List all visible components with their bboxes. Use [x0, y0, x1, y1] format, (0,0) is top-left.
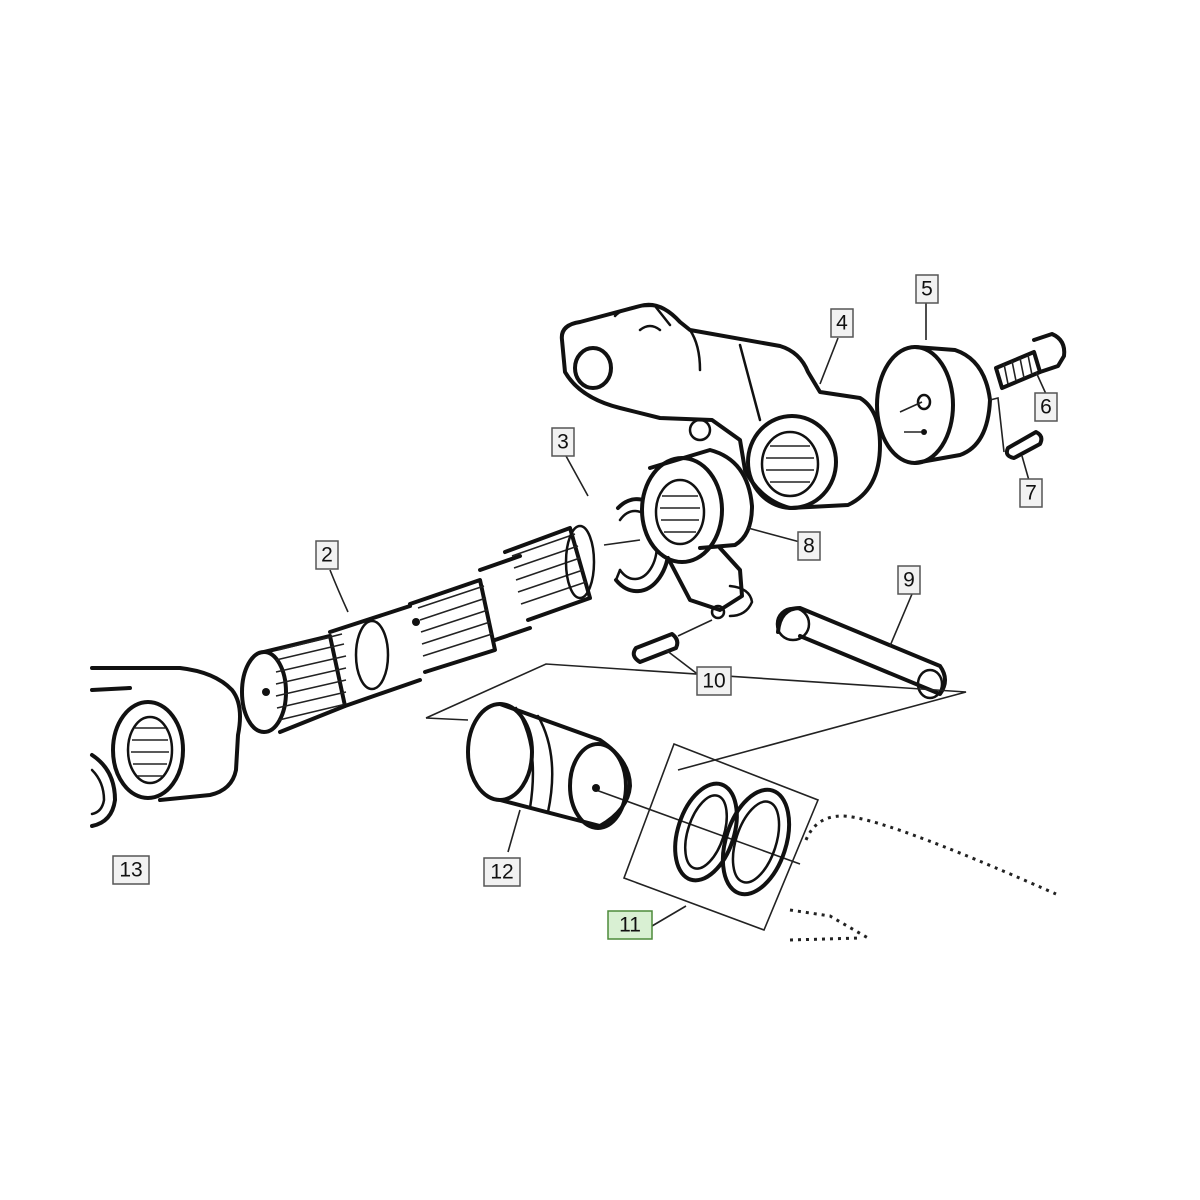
part-5-washer [875, 300, 992, 465]
svg-text:11: 11 [619, 914, 641, 937]
svg-text:6: 6 [1040, 396, 1052, 419]
callout-6: 6 [1034, 392, 1058, 422]
callout-9: 9 [897, 565, 921, 595]
part-7-pin [989, 397, 1044, 485]
part-6-bolt [994, 332, 1067, 395]
part-2-splined-shaft [240, 524, 596, 734]
part-9-rod [775, 593, 947, 700]
callout-4: 4 [830, 308, 854, 338]
callout-13: 13 [112, 855, 150, 885]
part-13-lift-arm [90, 666, 242, 828]
callout-3: 3 [551, 427, 575, 457]
part-4-rockshaft-arm [559, 302, 882, 510]
svg-text:5: 5 [921, 278, 933, 301]
callout-10: 10 [696, 666, 732, 696]
svg-text:7: 7 [1025, 482, 1037, 505]
part-11-seal-rings [651, 781, 792, 927]
svg-text:9: 9 [903, 569, 915, 592]
svg-text:2: 2 [321, 544, 333, 567]
svg-text:10: 10 [702, 670, 725, 693]
housing-outline [789, 814, 1057, 942]
svg-text:4: 4 [836, 312, 848, 335]
callout-7: 7 [1019, 478, 1043, 508]
callout-2: 2 [315, 540, 339, 570]
part-8-arm [640, 448, 801, 620]
part-10-roll-pin [631, 619, 713, 677]
callout-11: 11 [607, 910, 653, 940]
svg-text:13: 13 [119, 859, 142, 882]
guide-lines [425, 663, 967, 932]
svg-text:8: 8 [803, 535, 815, 558]
callout-5: 5 [915, 274, 939, 304]
svg-text:12: 12 [490, 861, 513, 884]
callout-12: 12 [483, 857, 521, 887]
callout-8: 8 [797, 531, 821, 561]
svg-text:3: 3 [557, 431, 569, 454]
part-12-piston [466, 702, 632, 853]
